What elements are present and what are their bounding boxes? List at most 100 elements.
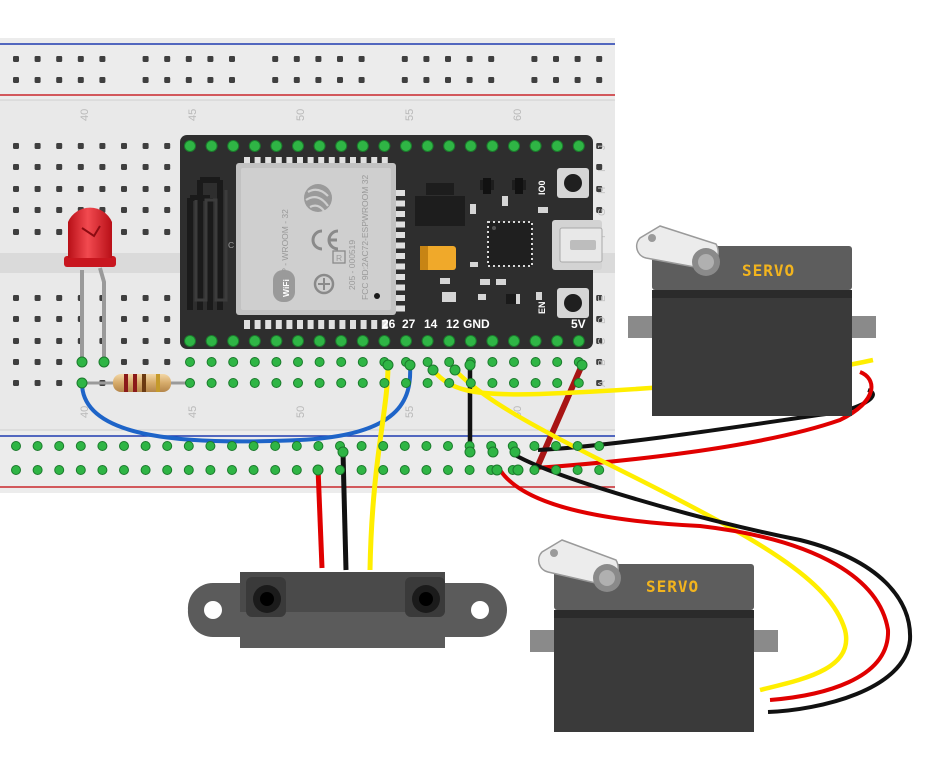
esp32-header-pins [184,140,585,347]
connected-hole [314,357,325,367]
connected-hole [54,441,65,451]
power-rail-hole [56,77,63,83]
breadboard-hole [596,359,603,365]
connected-hole [227,441,237,451]
wire-endpoint [449,364,461,376]
module-pad [244,320,250,329]
esp32-header-pin [292,140,304,152]
en-button[interactable]: EN [537,288,589,318]
breadboard-hole [56,380,63,386]
power-rail-hole [293,77,300,83]
io0-button[interactable]: IO0 [537,168,589,198]
usb-uart-chip [487,221,533,267]
column-number-55-bottom: 55 [404,406,416,418]
module-pad [297,157,303,166]
connected-hole [313,441,324,451]
power-rail-hole [185,77,192,83]
breadboard-hole [13,143,19,149]
esp32-header-pin [464,335,477,347]
esp32-header-pin [572,140,585,152]
module-pad [328,320,335,329]
breadboard-hole [56,164,63,170]
power-rail-hole [77,56,84,62]
connected-hole [465,378,476,388]
esp32-header-pin [313,140,326,152]
esp32-header-pin [335,335,348,347]
breadboard-hole [34,316,41,322]
connected-hole [422,357,433,367]
esp32-header-pin [248,335,261,347]
servo-bottom-tab-right [750,630,778,652]
breadboard-hole [13,316,19,322]
connected-hole [444,357,455,367]
module-pad [396,263,405,270]
module-pad [350,157,356,166]
tantalum-capacitor [420,246,456,270]
c-mark: C [228,240,234,250]
connected-hole [291,465,302,475]
connected-hole [509,378,519,388]
breadboard-hole [142,164,149,170]
wire-endpoint [509,446,521,458]
esp32-header-pin [529,140,542,152]
module-pad [318,157,325,166]
connected-hole [357,378,368,388]
pin-label-26: 26 [382,317,396,331]
power-rail-hole [553,77,559,83]
connected-hole [119,465,129,475]
connected-hole [529,465,540,475]
row-letter-b: B [597,359,608,366]
row-letter-d: D [597,317,608,324]
power-rail-hole [142,77,149,83]
module-pad [396,295,405,301]
connected-hole [293,357,303,367]
fc-mark-icon [313,273,335,295]
module-pad [381,320,388,329]
breadboard-hole [121,143,127,149]
column-number-50-top: 50 [295,109,307,121]
module-pad [396,211,405,217]
breadboard-hole [142,229,149,235]
module-pad [318,320,325,329]
breadboard-hole [13,229,19,235]
connected-hole [291,441,302,451]
breadboard-hole [164,143,171,149]
module-pad [396,200,405,207]
connected-hole [357,357,368,367]
connected-hole [594,441,605,451]
power-rail-hole [358,77,365,83]
row-letter-j: J [597,145,608,150]
breadboard-hole [164,164,171,170]
module-pad [396,284,405,291]
connected-hole [529,441,540,451]
column-numbers: 40 45 50 55 60 40 45 50 55 60 [79,109,524,418]
breadboard-hole [56,143,63,149]
connected-hole [270,465,281,475]
connected-hole [594,465,605,475]
esp32-header-pin [508,335,520,347]
en-label: EN [537,301,547,314]
breadboard-hole [99,186,106,192]
pin-label-12: 12 [446,317,460,331]
module-pad [381,157,388,166]
module-pad [265,157,272,166]
power-rail-hole [531,56,538,62]
wire-endpoint [76,377,88,389]
breadboard-hole [13,186,19,192]
connected-hole [399,465,410,475]
breadboard-hole [56,207,63,213]
breadboard-hole [77,186,84,192]
module-pad [307,157,314,166]
servo-bottom: SERVO [530,539,778,732]
distance-sensor [187,572,508,648]
row-letter-e: E [597,295,608,302]
connected-hole [487,378,498,388]
breadboard-hole [142,295,149,301]
power-rail-hole [423,77,430,83]
connected-hole [572,441,583,451]
wire-servo2-red [498,468,891,702]
row-letter-g: G [597,208,608,216]
row-letter-i: I [597,169,608,172]
module-pad [396,221,405,228]
